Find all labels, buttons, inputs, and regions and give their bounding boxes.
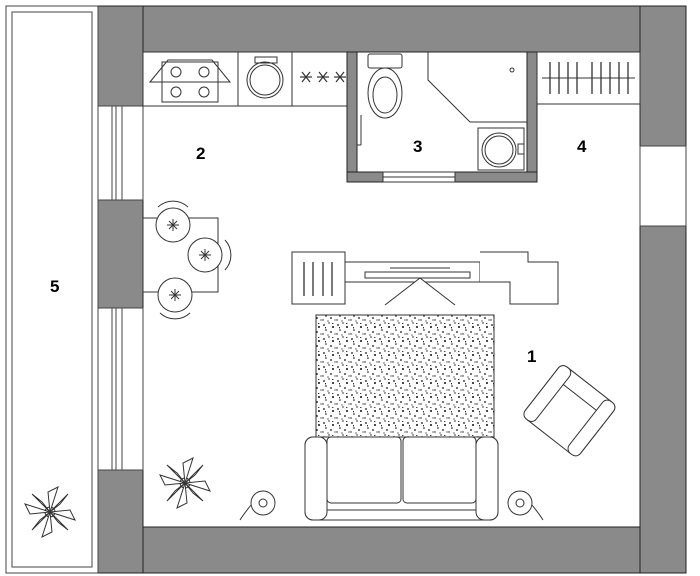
windows-left (97, 105, 144, 471)
stove-icon (148, 59, 232, 103)
balcony (5, 5, 99, 574)
shower-icon (427, 52, 527, 123)
lamp-icon (239, 490, 544, 521)
wardrobe-icon (536, 51, 641, 105)
door-opening-right (639, 145, 687, 227)
room-label-3: 3 (413, 137, 423, 156)
chair-marks (157, 200, 232, 320)
toilet-icon (367, 53, 403, 119)
sink-icon (246, 56, 284, 99)
bathroom-door (382, 171, 456, 183)
armchair-icon (523, 365, 616, 457)
room-label-5: 5 (50, 277, 60, 296)
outer-walls (97, 5, 687, 574)
washbasin-icon (477, 127, 525, 171)
room-label-2: 2 (196, 144, 206, 163)
sofa-icon (304, 436, 499, 521)
tv-unit-icon (291, 251, 559, 306)
room-label-4: 4 (577, 137, 587, 156)
room-label-1: 1 (527, 347, 537, 366)
bathroom-walls (346, 51, 538, 183)
wall-cabinets-icon (300, 71, 346, 83)
plant-icon (24, 457, 211, 538)
bathroom-divider (357, 115, 362, 146)
carpet-icon (315, 314, 495, 438)
